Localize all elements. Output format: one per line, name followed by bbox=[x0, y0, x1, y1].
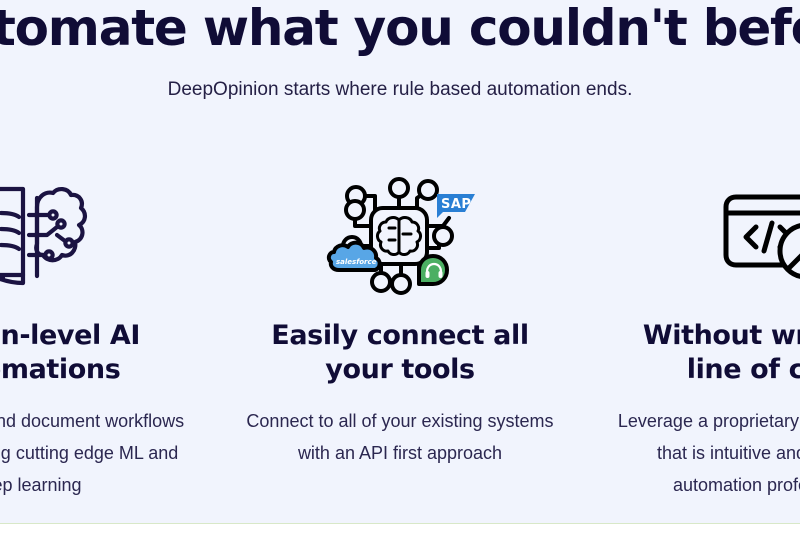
brain-network-integrations-icon: SAP salesforce bbox=[242, 175, 559, 295]
feature-card-human-level-ai: Human-level AI automations Automate text… bbox=[0, 175, 214, 501]
feature-columns: Human-level AI automations Automate text… bbox=[0, 103, 800, 501]
feature-title: Without writing a line of code bbox=[642, 319, 800, 385]
brain-network-integrations-icon-svg: SAP salesforce bbox=[326, 176, 475, 295]
feature-body: Connect to all of your existing systems … bbox=[246, 410, 554, 463]
feature-body: Leverage a proprietary no-code engine th… bbox=[617, 410, 800, 495]
no-code-window-icon bbox=[615, 175, 800, 295]
no-code-window-icon-svg bbox=[723, 194, 800, 279]
feature-card-connect-tools: SAP salesforce bbox=[214, 175, 587, 469]
salesforce-logo: salesforce bbox=[326, 240, 382, 272]
feature-title: Human-level AI automations bbox=[0, 319, 141, 385]
section-divider bbox=[0, 523, 800, 533]
feature-title: Easily connect all your tools bbox=[271, 319, 529, 385]
sap-logo: SAP bbox=[437, 193, 475, 218]
svg-text:SAP: SAP bbox=[441, 197, 471, 212]
feature-body: Automate text and document workflows end… bbox=[0, 410, 185, 495]
feature-card-no-code: Without writing a line of code Leverage … bbox=[587, 175, 800, 501]
page-title: Automate what you couldn't before bbox=[0, 0, 800, 57]
hero-subtitle: DeepOpinion starts where rule based auto… bbox=[167, 79, 633, 100]
book-brain-icon-svg bbox=[0, 186, 87, 285]
book-brain-icon bbox=[0, 175, 186, 295]
headset-support-logo bbox=[417, 253, 449, 286]
svg-text:salesforce: salesforce bbox=[336, 258, 377, 266]
